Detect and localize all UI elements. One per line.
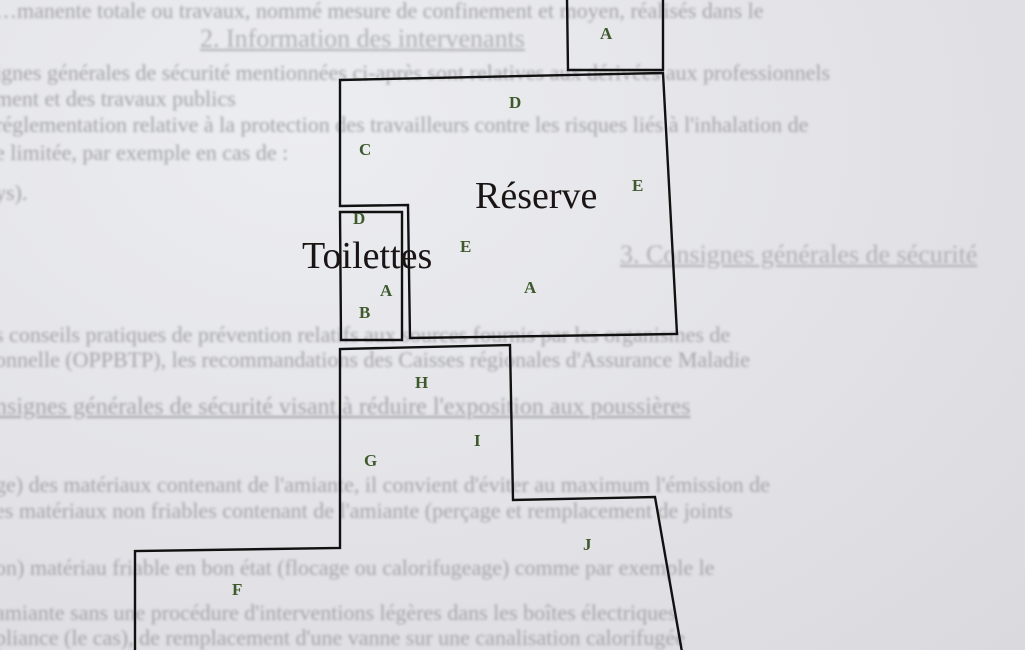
label-g: G: [364, 451, 377, 470]
doc-heading: 2. Information des intervenants: [200, 24, 525, 53]
label-reserve-c: C: [359, 140, 371, 159]
label-reserve-e: E: [632, 176, 643, 195]
doc-line: e limitée, par exemple en cas de :: [0, 140, 289, 165]
label-reserve-d: D: [509, 93, 521, 112]
room-lower-outline: [133, 343, 683, 650]
room-name-reserve: Réserve: [475, 175, 597, 217]
room-top-a-outline: [565, 0, 665, 72]
doc-line: ys).: [0, 180, 28, 205]
doc-line: amiante sans une procédure d'interventio…: [0, 600, 677, 625]
doc-line: onnelle (OPPBTP), les recommandations de…: [0, 347, 750, 372]
label-i: I: [474, 431, 481, 450]
label-reserve-a: A: [524, 278, 537, 297]
doc-line: es matériaux non friables contenant de l…: [0, 498, 733, 523]
label-top-a: A: [600, 24, 613, 43]
label-h: H: [415, 373, 428, 392]
label-toilettes-a: A: [380, 281, 393, 300]
doc-line: pliance (le cas), de remplacement d'une …: [0, 625, 685, 650]
room-reserve-outline: [338, 71, 679, 340]
doc-line: ment et des travaux publics: [0, 86, 236, 111]
doc-line: on) matériau friable en bon état (flocag…: [0, 555, 715, 580]
room-name-toilettes: Toilettes: [302, 235, 432, 277]
label-toilettes-b: B: [359, 303, 370, 322]
label-j: J: [583, 535, 592, 554]
label-f: F: [232, 580, 242, 599]
doc-line: ge) des matériaux contenant de l'amiante…: [0, 472, 770, 497]
doc-line: réglementation relative à la protection …: [0, 112, 809, 137]
doc-line: …manente totale ou travaux, nommé mesure…: [0, 0, 764, 23]
doc-line: ignes générales de sécurité mentionnées …: [0, 60, 831, 85]
label-toilettes-d: D: [353, 209, 365, 228]
label-toilettes-e: E: [460, 237, 471, 256]
doc-line: nsignes générales de sécurité visant à r…: [0, 394, 691, 420]
doc-heading: 3. Consignes générales de sécurité: [620, 240, 978, 269]
room-toilettes-outline: [338, 210, 404, 342]
